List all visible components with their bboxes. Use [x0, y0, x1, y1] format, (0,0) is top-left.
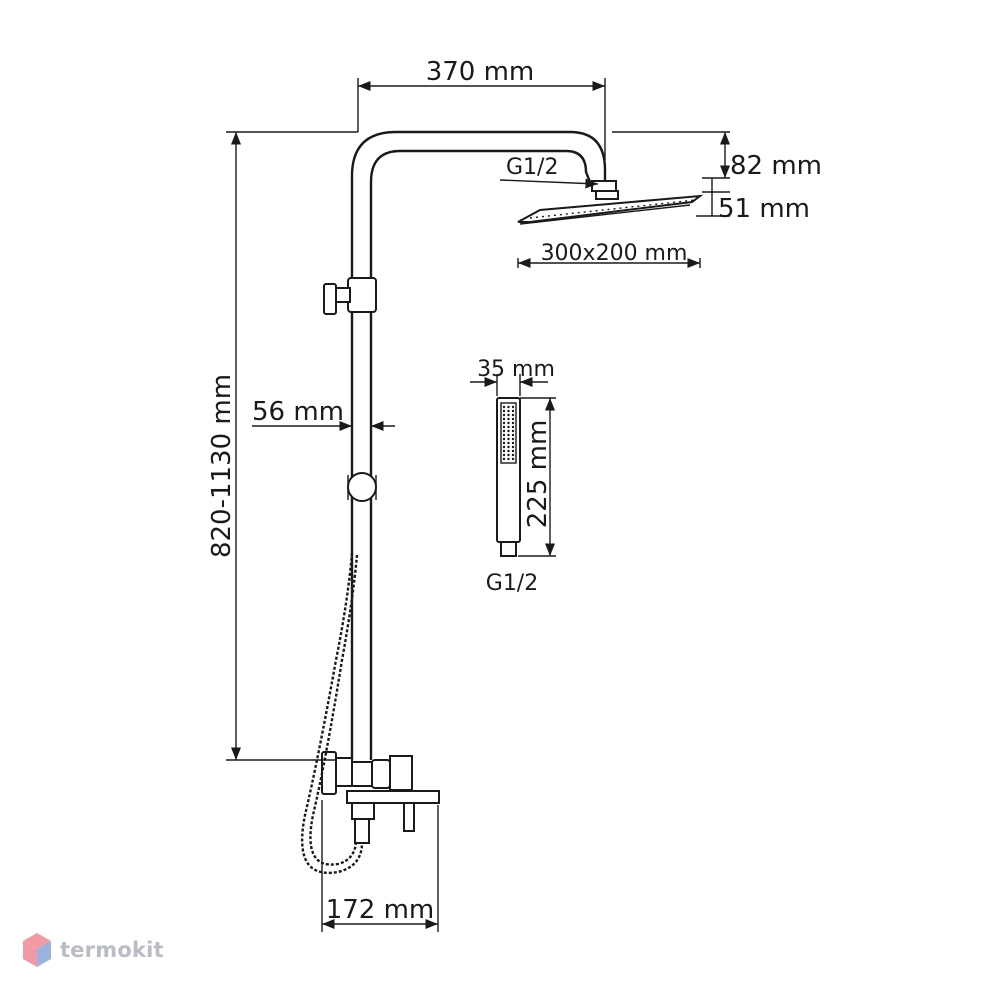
flexible-hose — [300, 552, 364, 875]
nozzle-dot — [511, 441, 515, 445]
label-arm-length: 370 mm — [426, 57, 535, 87]
hand-shower-slider — [347, 472, 377, 502]
nozzle-dot — [511, 433, 515, 437]
nozzle-dot — [502, 445, 506, 449]
label-head-size: 300x200 mm — [541, 241, 688, 266]
nozzle-dot — [511, 453, 515, 457]
label-head-connection-group: G1/2 — [499, 155, 599, 189]
nozzle-dot — [502, 437, 506, 441]
label-mixer-projection: 172 mm — [326, 895, 435, 925]
nozzle-dot — [502, 457, 506, 461]
nozzle-dot — [507, 425, 510, 429]
nozzle-dot — [507, 421, 510, 425]
nozzle-dot — [511, 445, 515, 449]
termokit-watermark: termokit — [22, 932, 164, 968]
label-head-connection: G1/2 — [506, 155, 558, 180]
label-head-height: 82 mm — [730, 151, 822, 181]
dimension-pipe-diameter: 56 mm — [252, 397, 395, 432]
nozzle-dot — [502, 425, 506, 429]
nozzle-dot — [502, 449, 506, 453]
nozzle-dot — [507, 433, 510, 437]
nozzle-dot — [502, 453, 506, 457]
nozzle-dot — [502, 421, 506, 425]
nozzle-dot — [507, 457, 510, 461]
nozzle-dot — [507, 445, 510, 449]
nozzle-dot — [507, 453, 510, 457]
nozzle-dot — [511, 425, 515, 429]
nozzle-dot — [502, 429, 506, 433]
rail-clamp — [323, 277, 377, 315]
nozzle-dot — [511, 429, 515, 433]
hand-shower — [496, 397, 521, 557]
label-hand-width: 35 mm — [477, 357, 555, 382]
nozzle-dot — [507, 429, 510, 433]
nozzle-dot — [511, 449, 515, 453]
dimension-head-size: 300x200 mm — [517, 241, 701, 269]
termokit-logo-icon — [23, 933, 51, 967]
rain-shower-head — [517, 180, 704, 225]
nozzle-dot — [502, 433, 506, 437]
nozzle-dot — [511, 437, 515, 441]
nozzle-dot — [502, 417, 506, 421]
dimension-rail-height: 820-1130 mm — [207, 131, 358, 761]
dimension-head-height: 82 mm 51 mm — [612, 131, 822, 224]
label-head-thickness: 51 mm — [718, 194, 810, 224]
nozzle-dot — [507, 413, 510, 417]
nozzle-dot — [507, 437, 510, 441]
dimension-mixer-projection: 172 mm — [321, 800, 439, 932]
nozzle-dot — [507, 441, 510, 445]
nozzle-dot — [511, 413, 515, 417]
nozzle-dot — [502, 441, 506, 445]
dimension-arm-length: 370 mm — [357, 57, 606, 160]
nozzle-dot — [511, 405, 515, 409]
label-pipe-diameter: 56 mm — [252, 397, 344, 427]
watermark-text: termokit — [60, 938, 164, 962]
mixer-unit — [321, 751, 440, 844]
nozzle-dot — [511, 421, 515, 425]
dimension-hand-length: 225 mm — [518, 397, 556, 557]
nozzle-dot — [507, 449, 510, 453]
label-hand-length: 225 mm — [523, 420, 553, 529]
nozzle-dot — [507, 409, 510, 413]
nozzle-dot — [502, 405, 506, 409]
nozzle-dot — [511, 417, 515, 421]
dimension-hand-width: 35 mm — [470, 357, 555, 396]
label-rail-height: 820-1130 mm — [207, 374, 237, 558]
label-hand-connection: G1/2 — [486, 571, 538, 596]
nozzle-dot — [502, 413, 506, 417]
nozzle-dot — [507, 417, 510, 421]
nozzle-dot — [511, 409, 515, 413]
nozzle-dot — [511, 457, 515, 461]
shower-rail — [350, 130, 607, 760]
nozzle-dot — [507, 405, 510, 409]
nozzle-dot — [502, 409, 506, 413]
